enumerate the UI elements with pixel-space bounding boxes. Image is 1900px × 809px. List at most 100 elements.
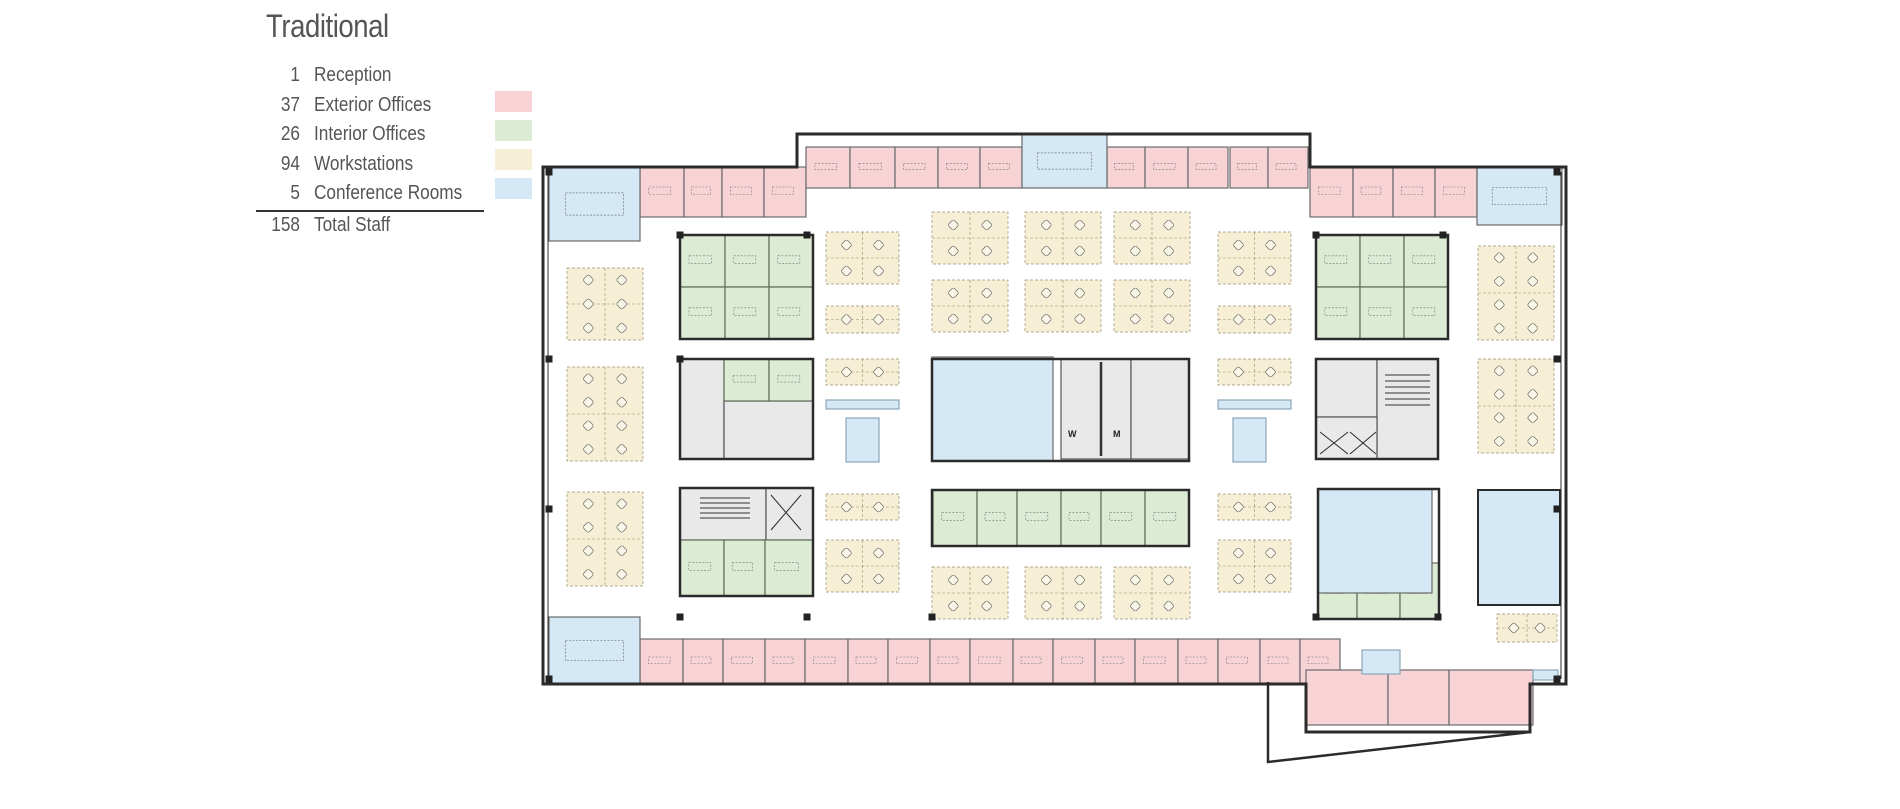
chair-icon	[1041, 600, 1052, 612]
conference-table-icon	[565, 192, 624, 216]
desk-icon	[772, 656, 794, 665]
conference-room	[931, 356, 1054, 462]
chair-icon	[1527, 389, 1538, 400]
chair-icon	[616, 522, 627, 533]
interior-office	[1359, 234, 1405, 288]
conference-room	[1476, 166, 1563, 226]
desk-icon	[1114, 163, 1134, 170]
chair-icon	[1163, 574, 1174, 586]
workstation-divider	[1218, 540, 1291, 592]
chair-icon	[1041, 313, 1052, 325]
desk-icon	[1412, 255, 1436, 264]
exterior-office	[1267, 146, 1309, 189]
desk-icon	[1443, 186, 1465, 195]
exterior-office	[937, 146, 981, 189]
exterior-office	[894, 146, 939, 189]
column-icon	[928, 613, 936, 621]
chair-icon	[616, 420, 627, 431]
exterior-office	[1217, 638, 1261, 685]
column-icon	[1439, 231, 1447, 239]
workstation-divider	[1478, 246, 1554, 340]
legend-count: 94	[280, 152, 300, 175]
chair-icon	[583, 373, 594, 384]
core-area	[1315, 358, 1378, 418]
chair-icon	[1130, 313, 1141, 325]
interior-office	[679, 286, 726, 340]
interior-office	[679, 539, 725, 597]
chair-icon	[1163, 287, 1174, 299]
desk-icon	[1318, 186, 1341, 195]
chair-icon	[948, 219, 959, 231]
chair-icon	[841, 314, 852, 325]
column-icon	[545, 168, 553, 176]
swatch-conference-rooms	[495, 178, 532, 199]
interior-office	[1359, 286, 1405, 340]
conference-table-icon	[565, 640, 624, 661]
chair-icon	[1163, 219, 1174, 231]
chair-icon	[1233, 501, 1244, 513]
exterior-office-large	[1305, 669, 1389, 726]
chair-icon	[1494, 412, 1505, 423]
exterior-office	[764, 638, 806, 685]
desk-icon	[1153, 512, 1177, 521]
column-icon	[545, 505, 553, 513]
interior-office	[1403, 286, 1449, 340]
column-icon	[1553, 505, 1561, 513]
chair-icon	[841, 573, 852, 585]
core-area	[765, 487, 814, 541]
desk-icon	[648, 186, 672, 195]
chair-icon	[1508, 622, 1519, 634]
desk-icon	[1102, 656, 1124, 665]
chair-icon	[1233, 547, 1244, 559]
chair-icon	[1265, 366, 1276, 378]
workstation-divider	[932, 280, 1008, 332]
desk-icon	[946, 163, 968, 170]
chair-icon	[1041, 574, 1052, 586]
chair-icon	[873, 366, 884, 378]
chair-icon	[583, 444, 594, 455]
desk-icon	[1143, 656, 1166, 665]
swatch-exterior-offices	[495, 91, 532, 112]
desk-icon	[1153, 163, 1176, 170]
desk-icon	[1368, 255, 1392, 264]
desk-icon	[978, 656, 1001, 665]
conference-room	[548, 616, 641, 685]
legend-row-exterior-offices: 37 Exterior Offices	[256, 94, 496, 124]
chair-icon	[981, 313, 992, 325]
chair-icon	[948, 313, 959, 325]
column-icon	[1434, 613, 1442, 621]
workstation-divider	[567, 492, 643, 586]
desk-icon	[1307, 656, 1329, 665]
chair-icon	[583, 545, 594, 556]
chair-icon	[1074, 245, 1085, 257]
small-meeting-area	[1361, 649, 1401, 675]
restroom-women-label: W	[1068, 429, 1077, 439]
conference-table-icon	[1491, 186, 1548, 206]
chair-icon	[1130, 219, 1141, 231]
legend-row-reception: 1 Reception	[256, 64, 496, 94]
workstation-divider	[567, 367, 643, 461]
exterior-office	[1144, 146, 1189, 189]
exterior-office	[1012, 638, 1054, 685]
column-icon	[1553, 355, 1561, 363]
legend-label: Workstations	[314, 152, 414, 175]
exterior-office	[1106, 146, 1146, 189]
chair-icon	[1494, 365, 1505, 376]
chair-icon	[616, 569, 627, 580]
exterior-office	[763, 166, 807, 218]
desk-icon	[731, 562, 754, 571]
column-icon	[1553, 675, 1561, 683]
workstation-divider	[1114, 280, 1190, 332]
interior-office	[768, 234, 814, 288]
exterior-office	[1187, 146, 1229, 189]
core-area	[723, 400, 814, 460]
interior-office	[1403, 234, 1449, 288]
desk-icon	[1275, 163, 1297, 170]
exterior-office	[1094, 638, 1136, 685]
chair-icon	[1074, 287, 1085, 299]
desk-icon	[1109, 512, 1133, 521]
chair-icon	[616, 322, 627, 334]
chair-icon	[1494, 436, 1505, 447]
workstation-divider	[1218, 306, 1291, 333]
desk-icon	[730, 186, 752, 195]
